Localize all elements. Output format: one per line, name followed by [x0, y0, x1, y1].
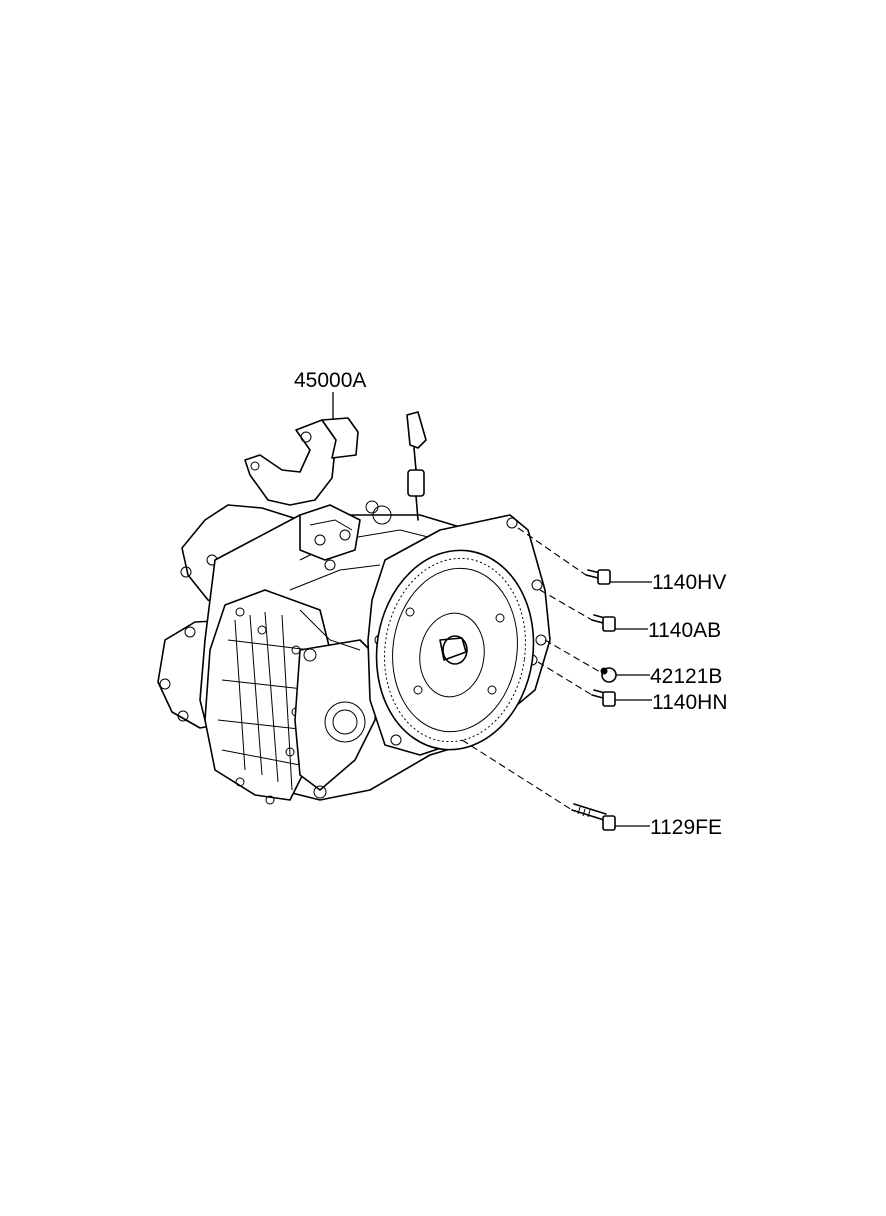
bolt-hardware	[571, 569, 617, 831]
callout-1140hv: 1140HV	[652, 571, 726, 594]
mounting-bracket	[244, 417, 361, 561]
callout-1140ab: 1140AB	[648, 619, 721, 642]
callout-1140hn: 1140HN	[652, 691, 728, 714]
bolt-1140ab	[591, 614, 616, 632]
callout-45000a: 45000A	[294, 369, 366, 392]
transaxle-housing	[157, 500, 551, 805]
dipstick	[406, 411, 427, 521]
leader-lines	[332, 392, 652, 827]
callout-1129fe: 1129FE	[650, 816, 722, 839]
bolt-1140hn	[591, 689, 616, 707]
bolt-1140hv	[585, 569, 611, 585]
callout-42121b: 42121B	[650, 665, 722, 688]
bolt-1129fe	[571, 803, 616, 831]
callout-labels: 45000A 1140HV 1140AB 42121B 1140HN 1129F…	[294, 369, 728, 839]
nut-42121b	[600, 667, 617, 683]
reference-lines	[461, 527, 601, 811]
